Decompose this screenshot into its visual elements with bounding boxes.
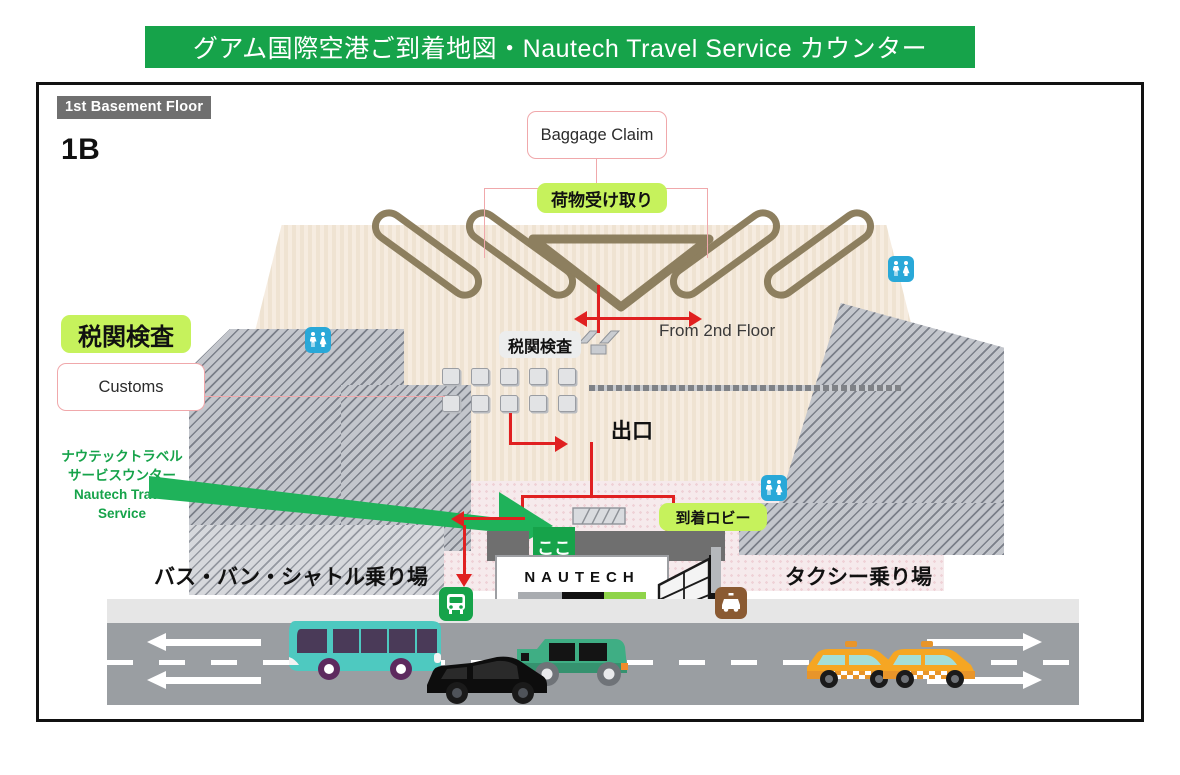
- restroom-icon-right-upper: [888, 256, 914, 282]
- here-marker-label: ここ: [537, 538, 571, 558]
- baggage-claim-jp-label: 荷物受け取り: [551, 190, 653, 210]
- from-2nd-floor-arrow-line: [585, 317, 691, 320]
- nautech-bar-green: [604, 592, 646, 599]
- taxi-stop-label: タクシー乗り場: [785, 566, 932, 589]
- customs-booth-r1c3: [500, 368, 518, 385]
- exit-escalator-icon: [572, 507, 626, 525]
- customs-booth-r1c1: [442, 368, 460, 385]
- customs-en-box: Customs: [57, 363, 205, 411]
- taxi-vehicle-2: [883, 641, 975, 688]
- customs-booth-r2c2: [471, 395, 489, 412]
- customs-jp-badge: 税関検査: [61, 315, 191, 353]
- restroom-female-figure: [902, 261, 910, 277]
- road-arrow-left-upper-body: [165, 639, 261, 646]
- map-canvas: Baggage Claim 荷物受け取り From 2n: [39, 85, 1141, 719]
- restroom-icon-right-lower: [761, 475, 787, 501]
- road-arrow-right-lower-head: [1023, 671, 1042, 689]
- customs-en-label: Customs: [98, 377, 164, 396]
- bus-stop-label: バス・バン・シャトル乗り場: [154, 566, 429, 589]
- to-bus-route-arrow: [451, 511, 464, 527]
- customs-floor-label: 税関検査: [507, 338, 572, 356]
- from-2nd-floor-label: From 2nd Floor: [659, 321, 776, 340]
- road-arrow-right-upper-head: [1023, 633, 1042, 651]
- nautech-wordmark: NAUTECH: [524, 569, 640, 586]
- to-bus-route-arrow-down: [456, 574, 472, 587]
- restroom-male-figure: [309, 332, 317, 348]
- restroom-male-figure: [765, 480, 773, 496]
- restricted-area-right-lower: [739, 503, 1004, 555]
- map-frame: Baggage Claim 荷物受け取り From 2n: [36, 82, 1144, 722]
- taxi-vehicle-1: [807, 641, 899, 688]
- counter-label-en-2: Service: [97, 506, 147, 522]
- restricted-area-bottom-left: [189, 525, 444, 595]
- gate-column: [711, 547, 721, 593]
- exit-route-arrow-right: [555, 436, 568, 452]
- from-2nd-floor-arrow-stem: [597, 285, 600, 333]
- exit-route-split-horiz: [521, 495, 675, 498]
- road-arrow-right-upper-body: [927, 639, 1023, 646]
- arrival-lobby-badge: 到着ロビー: [659, 503, 767, 531]
- baggage-claim-box: Baggage Claim: [527, 111, 667, 159]
- exit-route-seg-down-1: [509, 413, 512, 445]
- restroom-icon-left: [305, 327, 331, 353]
- arrival-lobby-label: 到着ロビー: [675, 509, 751, 527]
- nautech-bar-black: [562, 592, 604, 599]
- road-arrow-left-lower-head: [147, 671, 166, 689]
- floor-badge: 1st Basement Floor: [57, 96, 212, 119]
- bus-glyph: [447, 594, 465, 614]
- counter-label-en-1: Nautech Travel: [73, 487, 171, 503]
- customs-booth-r1c5: [558, 368, 576, 385]
- baggage-claim-connector-vert: [596, 159, 598, 189]
- customs-booth-r2c5: [558, 395, 576, 412]
- taxi-glyph: [722, 593, 740, 612]
- baggage-carousel-3: [528, 234, 714, 312]
- customs-jp-label: 税関検査: [78, 323, 174, 351]
- to-bus-route-horiz: [463, 517, 525, 520]
- floor-number: 1B: [61, 133, 101, 166]
- to-bus-route-vert: [463, 525, 466, 577]
- customs-booth-r2c1: [442, 395, 460, 412]
- restricted-area-left-lower: [341, 385, 471, 551]
- baggage-claim-drop-left: [484, 188, 486, 258]
- nautech-bar-gray: [518, 592, 562, 599]
- customs-booth-r1c4: [529, 368, 547, 385]
- road-arrow-left-upper-head: [147, 633, 166, 651]
- baggage-claim-label: Baggage Claim: [540, 125, 654, 144]
- bus-stop-icon: [439, 587, 473, 621]
- exit-route-seg-down-2: [590, 442, 593, 496]
- hall-wall-strip: [589, 385, 901, 391]
- exit-route-seg-right: [509, 442, 557, 445]
- road-arrow-left-lower-body: [165, 677, 261, 684]
- counter-label-jp-1: ナウテックトラベル: [61, 449, 183, 464]
- customs-booth-r2c3: [500, 395, 518, 412]
- customs-floor-badge: 税関検査: [499, 331, 581, 358]
- customs-connector: [205, 396, 445, 398]
- customs-booth-r2c4: [529, 395, 547, 412]
- from-2nd-floor-arrow-right: [689, 311, 702, 327]
- restroom-female-figure: [775, 480, 783, 496]
- exit-label: 出口: [611, 420, 653, 443]
- sidewalk: [107, 599, 1079, 623]
- restroom-male-figure: [892, 261, 900, 277]
- shuttle-bus-vehicle: [289, 621, 441, 680]
- escalator-from-2nd-floor-icon: [577, 330, 621, 355]
- counter-block-left: [487, 531, 529, 561]
- taxi-stop-icon: [715, 587, 747, 619]
- road-arrow-right-lower-body: [927, 677, 1023, 684]
- black-suv-vehicle: [427, 656, 547, 704]
- baggage-claim-drop-right: [707, 188, 709, 258]
- baggage-claim-jp-badge: 荷物受け取り: [537, 183, 667, 213]
- green-van-vehicle: [515, 639, 628, 686]
- page-title: グアム国際空港ご到着地図・Nautech Travel Service カウンタ…: [145, 26, 975, 68]
- nautech-counter-pointer-arrow: [149, 476, 553, 552]
- restroom-female-figure: [319, 332, 327, 348]
- from-2nd-floor-arrow-left: [574, 311, 587, 327]
- customs-booth-r1c2: [471, 368, 489, 385]
